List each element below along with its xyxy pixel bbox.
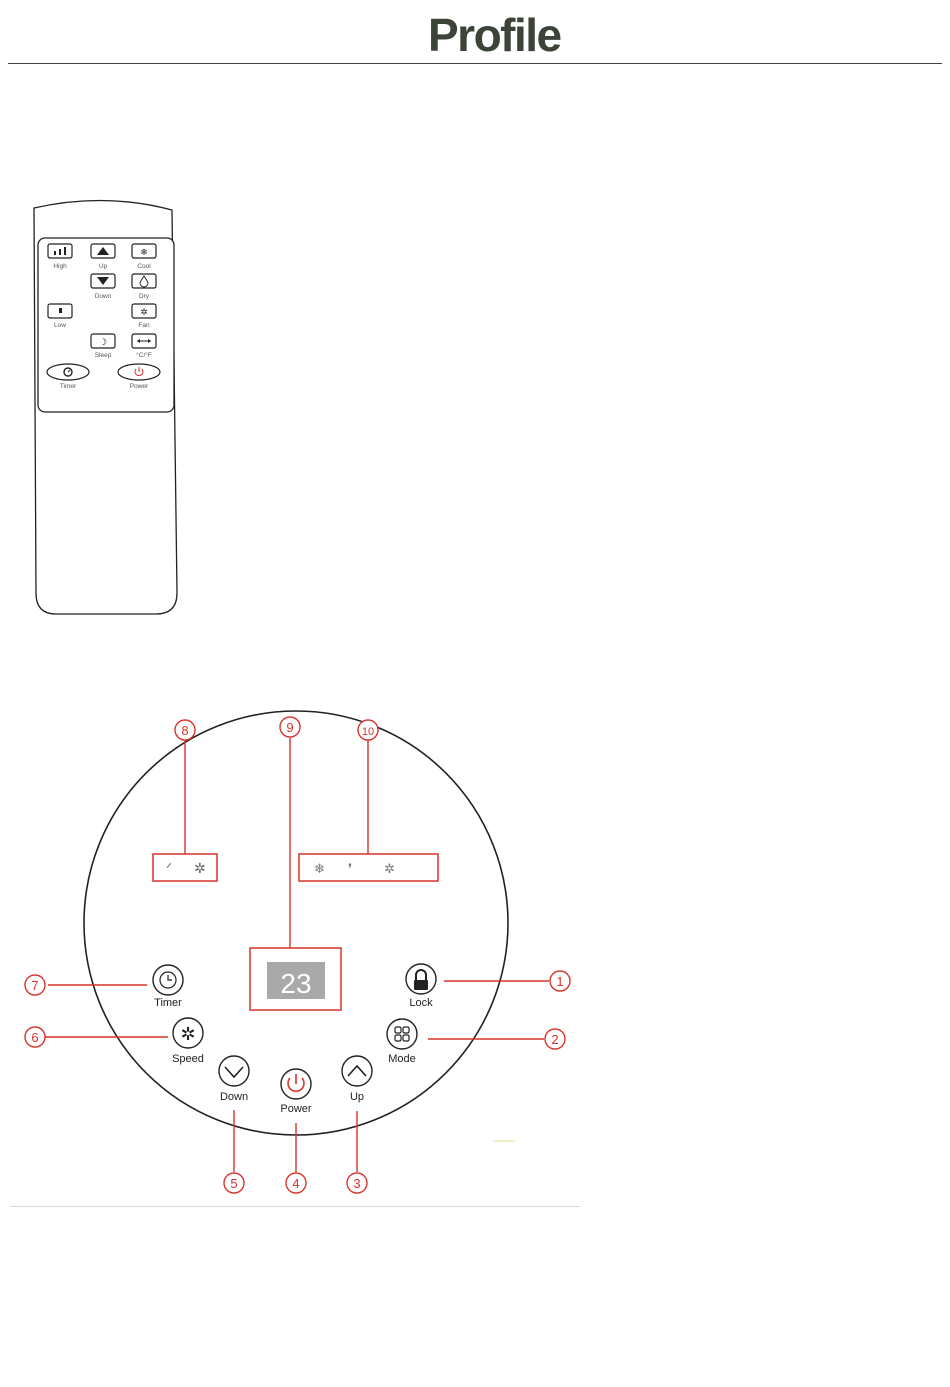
control-panel-figure: ᐟ ✲ ❄ ❜ ✲ 23 Lock Mode [10, 703, 580, 1207]
remote-unit-label: °C/°F [136, 351, 152, 359]
callout-10: 10 [358, 720, 378, 740]
power-label: Power [280, 1103, 312, 1115]
up-label: Up [350, 1091, 364, 1103]
remote-low-label: Low [54, 322, 66, 329]
fan-icon: ✲ [180, 1024, 195, 1044]
callout-9: 9 [280, 717, 300, 737]
svg-text:8: 8 [181, 723, 188, 738]
lock-label: Lock [409, 997, 433, 1009]
speed-button[interactable]: ✲ Speed [172, 1018, 204, 1065]
callout-7: 7 [25, 975, 45, 995]
callout-8: 8 [175, 720, 195, 740]
down-label: Down [220, 1091, 248, 1103]
svg-text:2: 2 [551, 1032, 558, 1047]
timer-button[interactable]: Timer [153, 965, 183, 1009]
callout-1: 1 [550, 971, 570, 991]
svg-text:10: 10 [362, 726, 374, 738]
mode-label: Mode [388, 1053, 416, 1065]
callout-6: 6 [25, 1027, 45, 1047]
remote-fan-label: Fan [138, 322, 150, 329]
svg-text:9: 9 [286, 720, 293, 735]
callout-4: 4 [286, 1173, 306, 1193]
remote-control: High Up ❄ Cool Down Dry Low ✲ Fan ☽ Slee… [26, 198, 186, 618]
remote-down-label: Down [95, 293, 112, 300]
fan-icon: ✲ [140, 307, 148, 317]
snowflake-icon: ❄ [140, 247, 148, 257]
remote-up-label: Up [99, 263, 108, 270]
power-button[interactable]: Power [280, 1069, 312, 1115]
remote-timer-label: Timer [60, 383, 77, 390]
mode-button[interactable]: Mode [387, 1019, 417, 1065]
dry-mode-icon: ❜ [348, 861, 352, 876]
remote-dry-label: Dry [139, 293, 150, 300]
svg-text:4: 4 [292, 1176, 299, 1191]
down-button[interactable]: Down [219, 1056, 249, 1103]
callout-2: 2 [545, 1029, 565, 1049]
svg-text:3: 3 [353, 1176, 360, 1191]
remote-high-label: High [53, 263, 67, 270]
header-divider [8, 63, 942, 64]
svg-text:6: 6 [31, 1030, 38, 1045]
lock-icon [414, 980, 428, 990]
fan-mode-icon: ✲ [384, 861, 395, 876]
remote-sleep-label: Sleep [95, 352, 112, 359]
moon-icon: ☽ [99, 337, 107, 347]
low-speed-icon: ᐟ [166, 860, 172, 876]
callout-5: 5 [224, 1173, 244, 1193]
svg-text:7: 7 [31, 978, 38, 993]
lock-button[interactable]: Lock [406, 964, 436, 1009]
timer-label: Timer [154, 997, 182, 1009]
remote-cool-label: Cool [137, 263, 151, 270]
fan-speed-icon: ✲ [194, 860, 206, 876]
cool-mode-icon: ❄ [314, 861, 325, 876]
speed-label: Speed [172, 1053, 204, 1065]
svg-text:1: 1 [556, 974, 563, 989]
display-value: 23 [280, 968, 311, 999]
control-panel-diagram: ᐟ ✲ ❄ ❜ ✲ 23 Lock Mode [10, 703, 580, 1206]
brand-logo: Profile [428, 8, 561, 62]
remote-power-label: Power [130, 383, 149, 390]
svg-text:5: 5 [230, 1176, 237, 1191]
callout-3: 3 [347, 1173, 367, 1193]
